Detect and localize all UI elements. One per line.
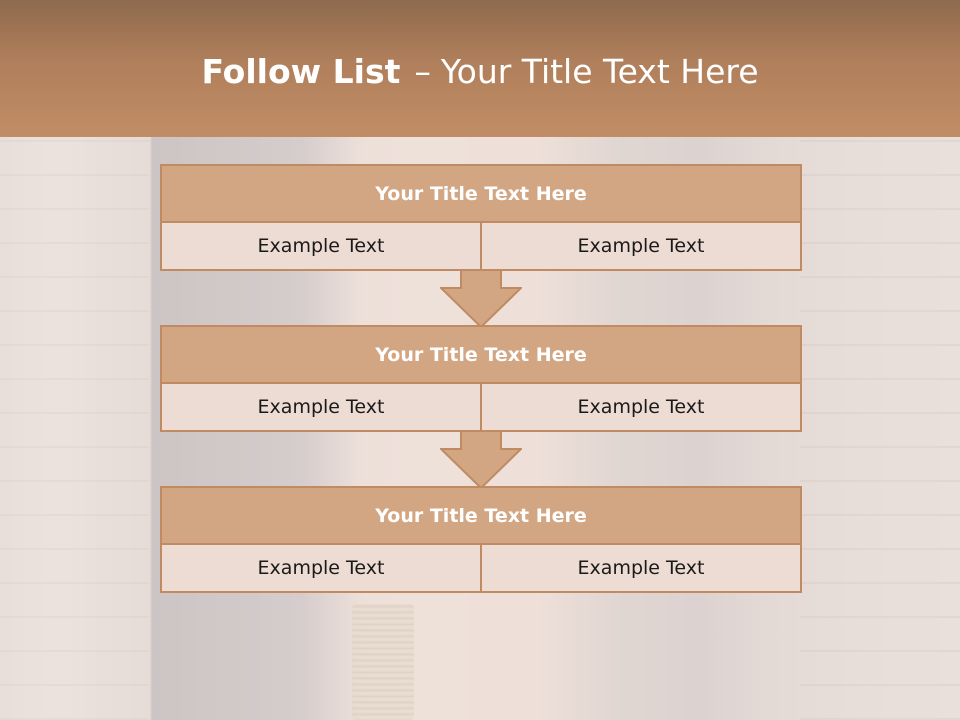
title-rest: Your Title Text Here	[440, 52, 759, 91]
block-row: Example Text Example Text	[160, 223, 802, 273]
block-row: Example Text Example Text	[160, 545, 802, 595]
block-title: Your Title Text Here	[160, 164, 802, 223]
title-dash: –	[414, 52, 431, 91]
block-cell-right: Example Text	[482, 545, 802, 593]
block-row: Example Text Example Text	[160, 384, 802, 434]
block-title: Your Title Text Here	[160, 325, 802, 384]
header-band	[0, 0, 960, 137]
down-arrow-icon	[440, 270, 522, 328]
block-cell-left: Example Text	[160, 384, 482, 432]
block-cell-left: Example Text	[160, 223, 482, 271]
slide-title: Follow List–Your Title Text Here	[0, 52, 960, 91]
down-arrow-icon	[440, 431, 522, 489]
block-title: Your Title Text Here	[160, 486, 802, 545]
list-block-1: Your Title Text Here Example Text Exampl…	[160, 164, 802, 273]
list-block-2: Your Title Text Here Example Text Exampl…	[160, 325, 802, 434]
title-bold: Follow List	[201, 52, 401, 91]
list-block-3: Your Title Text Here Example Text Exampl…	[160, 486, 802, 595]
block-cell-right: Example Text	[482, 223, 802, 271]
block-cell-right: Example Text	[482, 384, 802, 432]
block-cell-left: Example Text	[160, 545, 482, 593]
